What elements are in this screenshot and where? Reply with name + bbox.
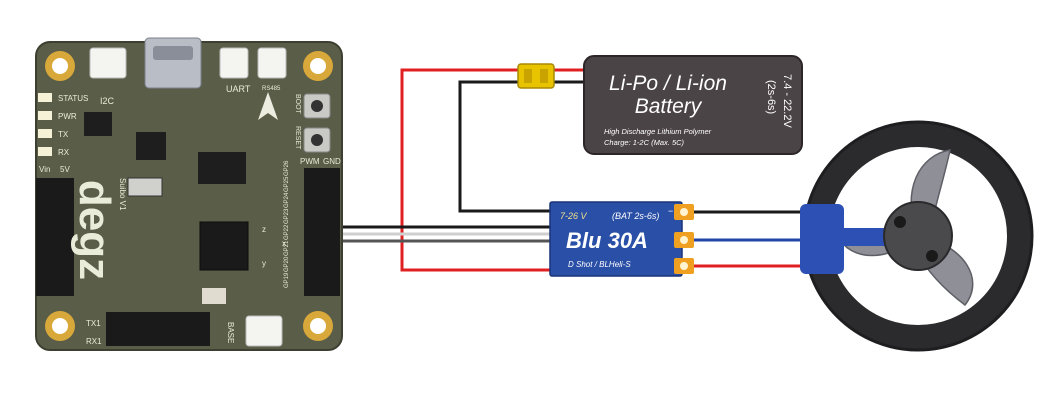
gpio-label-25: GP25 [284, 176, 290, 192]
esc: 7-26 V (BAT 2s-6s) Blu 30A D Shot / BLHe… [549, 201, 694, 277]
rx1-label: RX1 [86, 337, 102, 346]
v5-label: 5V [60, 165, 70, 174]
battery: Li-Po / Li-ion Battery 7.4 - 22.2V (2s-6… [583, 55, 803, 155]
right-pin-header [304, 168, 340, 296]
tx1-label: TX1 [86, 319, 101, 328]
usb-c-port [144, 37, 202, 89]
led-label-tx: TX [58, 130, 69, 139]
brand-logo: degz [70, 180, 119, 280]
chip-soic [198, 152, 246, 184]
motor-hub [883, 201, 953, 271]
rs485-label: RS485 [262, 86, 281, 92]
arrow-logo-icon [258, 92, 278, 120]
mounting-holes [45, 51, 333, 341]
wires [320, 68, 808, 272]
chip-regulator [127, 177, 163, 197]
esc-name: Blu 30A [566, 228, 648, 253]
flight-controller-board: STATUS PWR TX RX I2C UART RS485 BOOT RES… [35, 37, 343, 351]
esc-minus: − [668, 206, 673, 216]
chip-mcu [199, 221, 249, 271]
status-leds [38, 93, 52, 156]
reset-label: RESET [294, 126, 301, 150]
gpio-label-24: GP24 [284, 192, 290, 208]
bottom-pin-header [106, 312, 210, 346]
led-label-status: STATUS [58, 94, 88, 103]
reset-button[interactable] [303, 127, 331, 153]
battery-voltage-line1: 7.4 - 22.2V [781, 74, 793, 128]
axis-x-label: x [282, 239, 286, 248]
axis-y-label: y [262, 259, 266, 268]
led-label-pwr: PWR [58, 112, 77, 121]
jst-connectors-top [89, 47, 287, 347]
battery-spec-line1: High Discharge Lithium Polymer [604, 127, 712, 136]
esc-battery-range: (BAT 2s-6s) [612, 211, 659, 221]
gpio-label-23: GP23 [284, 208, 290, 224]
i2c-label: I2C [100, 96, 115, 106]
chip-small-1 [84, 112, 112, 136]
gpio-label-22: GP22 [284, 224, 290, 240]
battery-voltage-line2: (2s-6s) [765, 80, 777, 114]
gpio-label-26: GP26 [284, 160, 290, 176]
battery-title-line2: Battery [635, 95, 703, 118]
board-model: Suibo V1 [118, 178, 127, 211]
battery-negative-wire [458, 80, 550, 213]
pwm-label: PWM [300, 157, 320, 166]
left-pin-header [36, 178, 74, 296]
motor-assembly [800, 120, 1034, 352]
esc-voltage: 7-26 V [560, 211, 588, 221]
battery-title-line1: Li-Po / Li-ion [609, 72, 727, 95]
esc-protocol: D Shot / BLHeli-S [568, 260, 631, 269]
gpio-label-21: GP21 [284, 240, 290, 256]
chip-small-2 [136, 132, 166, 160]
imu-chip [202, 288, 226, 304]
battery-positive-wire [400, 68, 550, 272]
battery-spec-line2: Charge: 1-2C (Max. 5C) [604, 138, 685, 147]
esc-motor-pads [674, 204, 694, 274]
uart-label: UART [226, 84, 251, 94]
motor-mount [800, 204, 844, 274]
boot-label: BOOT [294, 94, 301, 115]
battery-connector [517, 63, 555, 89]
gnd-label: GND [323, 157, 341, 166]
vin-label: Vin [39, 165, 50, 174]
gpio-label-19: GP19 [284, 272, 290, 288]
base-label: BASE [226, 322, 235, 343]
boot-button[interactable] [303, 93, 331, 119]
gpio-label-20: GP20 [284, 256, 290, 272]
axis-z-label: z [262, 225, 266, 234]
led-label-rx: RX [58, 148, 70, 157]
